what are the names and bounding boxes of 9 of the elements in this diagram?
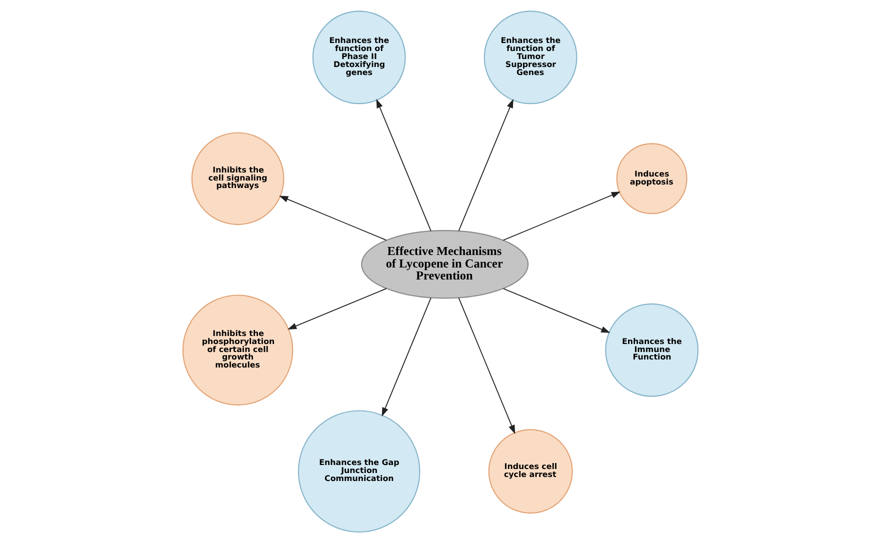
- arrow: [287, 288, 387, 330]
- node-ellipse: Effective Mechanisms of Lycopene in Cancer Prevention: [361, 230, 529, 299]
- arrow: [376, 98, 432, 232]
- arrow: [458, 297, 516, 434]
- arrow: [382, 297, 432, 417]
- arrow: [502, 192, 621, 241]
- arrow: [502, 288, 610, 333]
- arrow: [279, 196, 387, 241]
- arrow: [458, 98, 514, 232]
